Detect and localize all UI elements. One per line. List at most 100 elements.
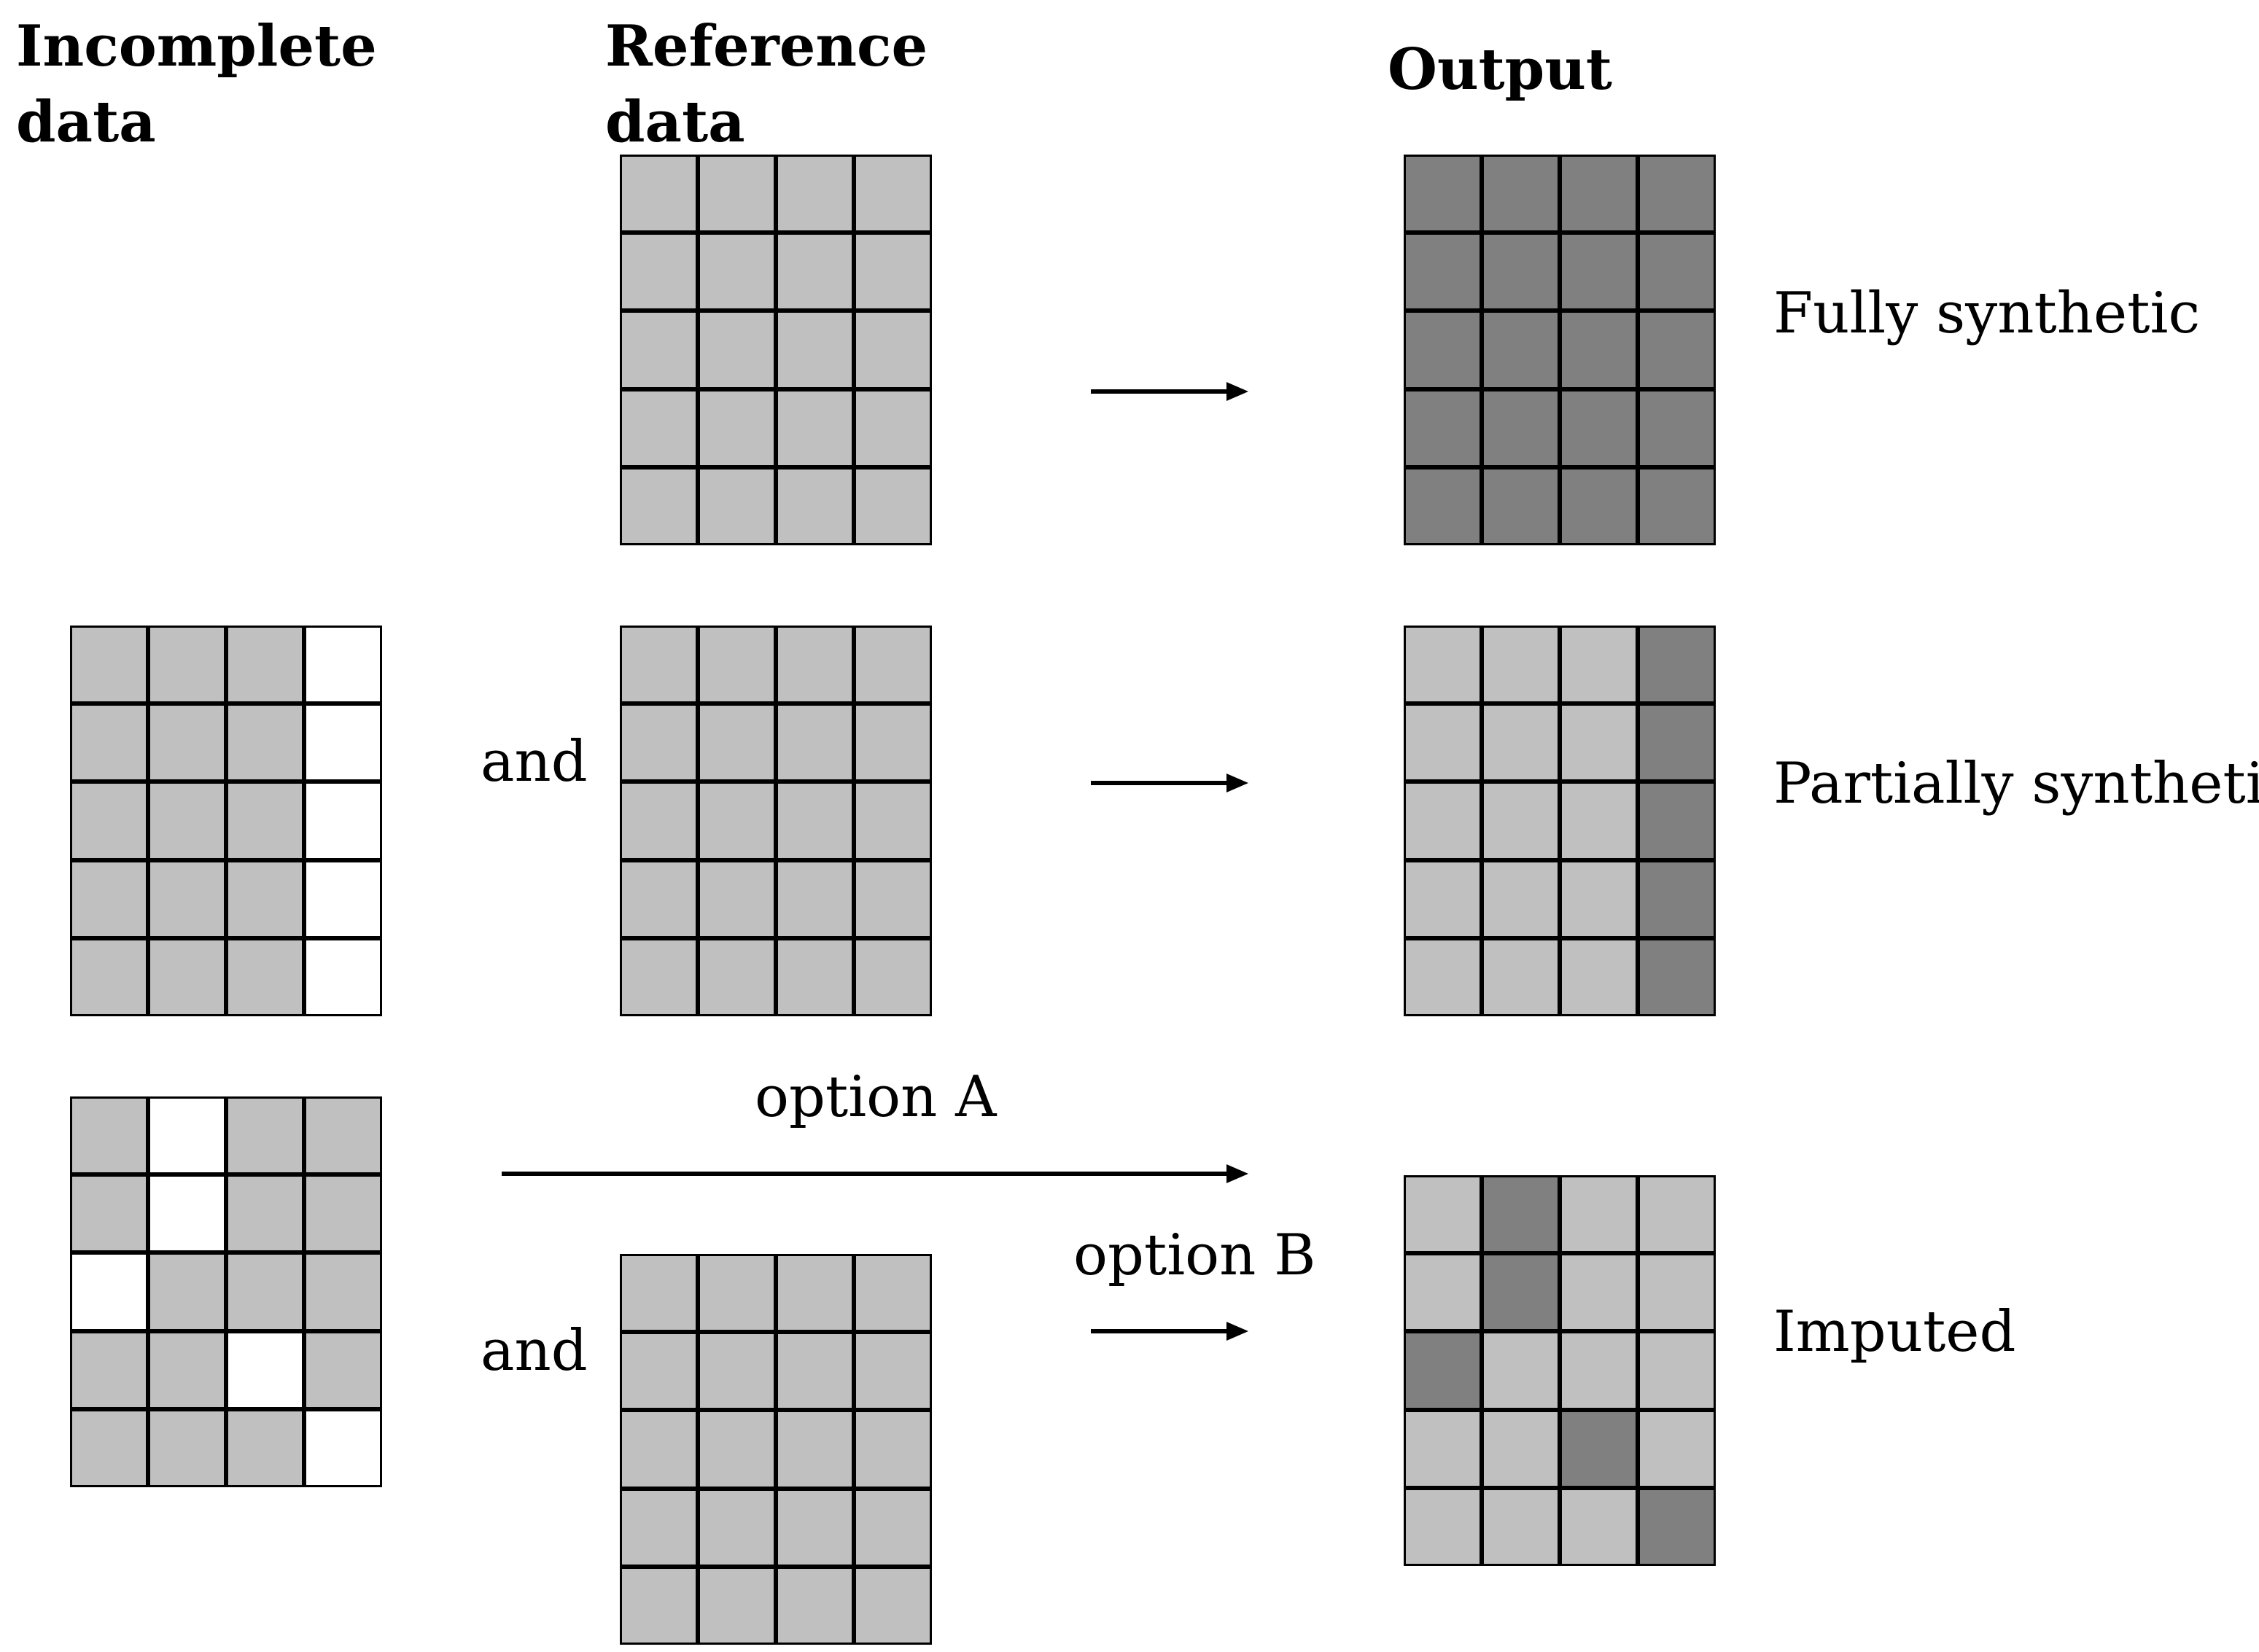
synthetic-cell [1562,391,1636,465]
partial-and-label: and [481,729,588,795]
fully-reference-matrix [620,155,932,545]
synthetic-cell [1640,469,1714,543]
observed-cell [622,1334,696,1409]
observed-cell [150,1333,224,1407]
observed-cell [228,706,302,780]
observed-cell [1562,784,1636,858]
observed-cell [778,706,852,780]
observed-cell [1562,706,1636,780]
observed-cell [1484,1333,1558,1408]
incomplete-data-header: Incomplete data [16,9,377,160]
missing-cell [306,628,380,702]
synthetic-cell [1640,157,1714,231]
observed-cell [700,862,774,936]
missing-cell [306,784,380,858]
synthetic-cell [1562,1411,1636,1486]
observed-cell [700,1568,774,1643]
observed-cell [622,313,696,387]
observed-cell [1484,1411,1558,1486]
synthetic-cell [1406,313,1480,387]
observed-cell [856,628,930,702]
observed-cell [778,235,852,309]
observed-cell [700,1412,774,1487]
observed-cell [700,391,774,465]
synthetic-cell [1406,157,1480,231]
option-a-label: option A [755,1064,997,1130]
synthetic-cell [1484,391,1558,465]
synthetic-cell [1484,157,1558,231]
missing-cell [306,862,380,936]
synthetic-cell [1406,1333,1480,1408]
observed-cell [778,940,852,1014]
synthetic-cell [1562,235,1636,309]
observed-cell [700,1256,774,1330]
observed-cell [622,1412,696,1487]
observed-cell [778,391,852,465]
observed-cell [1640,1255,1714,1330]
reference-data-header: Reference data [605,9,928,160]
observed-cell [1562,1489,1636,1564]
observed-cell [622,391,696,465]
observed-cell [1640,1333,1714,1408]
observed-cell [150,1255,224,1329]
synthetic-cell [1640,313,1714,387]
observed-cell [700,940,774,1014]
observed-cell [72,1333,146,1407]
missing-cell [150,1099,224,1173]
observed-cell [150,940,224,1014]
observed-cell [1562,862,1636,936]
synthetic-cell [1562,157,1636,231]
observed-cell [778,1334,852,1409]
observed-cell [622,628,696,702]
synthetic-cell [1484,469,1558,543]
observed-cell [228,940,302,1014]
observed-cell [1406,940,1480,1014]
observed-cell [622,469,696,543]
missing-cell [306,706,380,780]
observed-cell [856,1256,930,1330]
observed-cell [856,313,930,387]
partial-reference-matrix [620,626,932,1016]
synthetic-cell [1640,1489,1714,1564]
observed-cell [778,157,852,231]
observed-cell [228,1255,302,1329]
observed-cell [622,784,696,858]
observed-cell [1406,1489,1480,1564]
observed-cell [150,784,224,858]
observed-cell [1562,628,1636,702]
synthetic-cell [1640,391,1714,465]
observed-cell [306,1099,380,1173]
observed-cell [856,706,930,780]
observed-cell [778,1412,852,1487]
observed-cell [150,1411,224,1485]
observed-cell [856,235,930,309]
synthetic-cell [1406,235,1480,309]
incomplete-header-line2: data [16,89,156,155]
synthetic-cell [1484,1255,1558,1330]
observed-cell [306,1333,380,1407]
reference-header-line2: data [605,89,745,155]
observed-cell [228,1411,302,1485]
observed-cell [228,1099,302,1173]
missing-cell [228,1333,302,1407]
observed-cell [622,706,696,780]
reference-header-line1: Reference [605,13,928,79]
observed-cell [856,784,930,858]
imputed-output-matrix [1404,1175,1716,1566]
observed-cell [150,706,224,780]
observed-cell [700,706,774,780]
observed-cell [778,628,852,702]
output-header: Output [1388,36,1612,103]
observed-cell [778,1256,852,1330]
observed-cell [700,784,774,858]
synthetic-cell [1562,313,1636,387]
observed-cell [228,1177,302,1251]
synthetic-cell [1406,469,1480,543]
observed-cell [700,313,774,387]
missing-cell [72,1255,146,1329]
partial-incomplete-matrix [70,626,382,1016]
observed-cell [1640,1411,1714,1486]
arrow-fully [1091,382,1248,401]
observed-cell [1484,628,1558,702]
observed-cell [778,1568,852,1643]
